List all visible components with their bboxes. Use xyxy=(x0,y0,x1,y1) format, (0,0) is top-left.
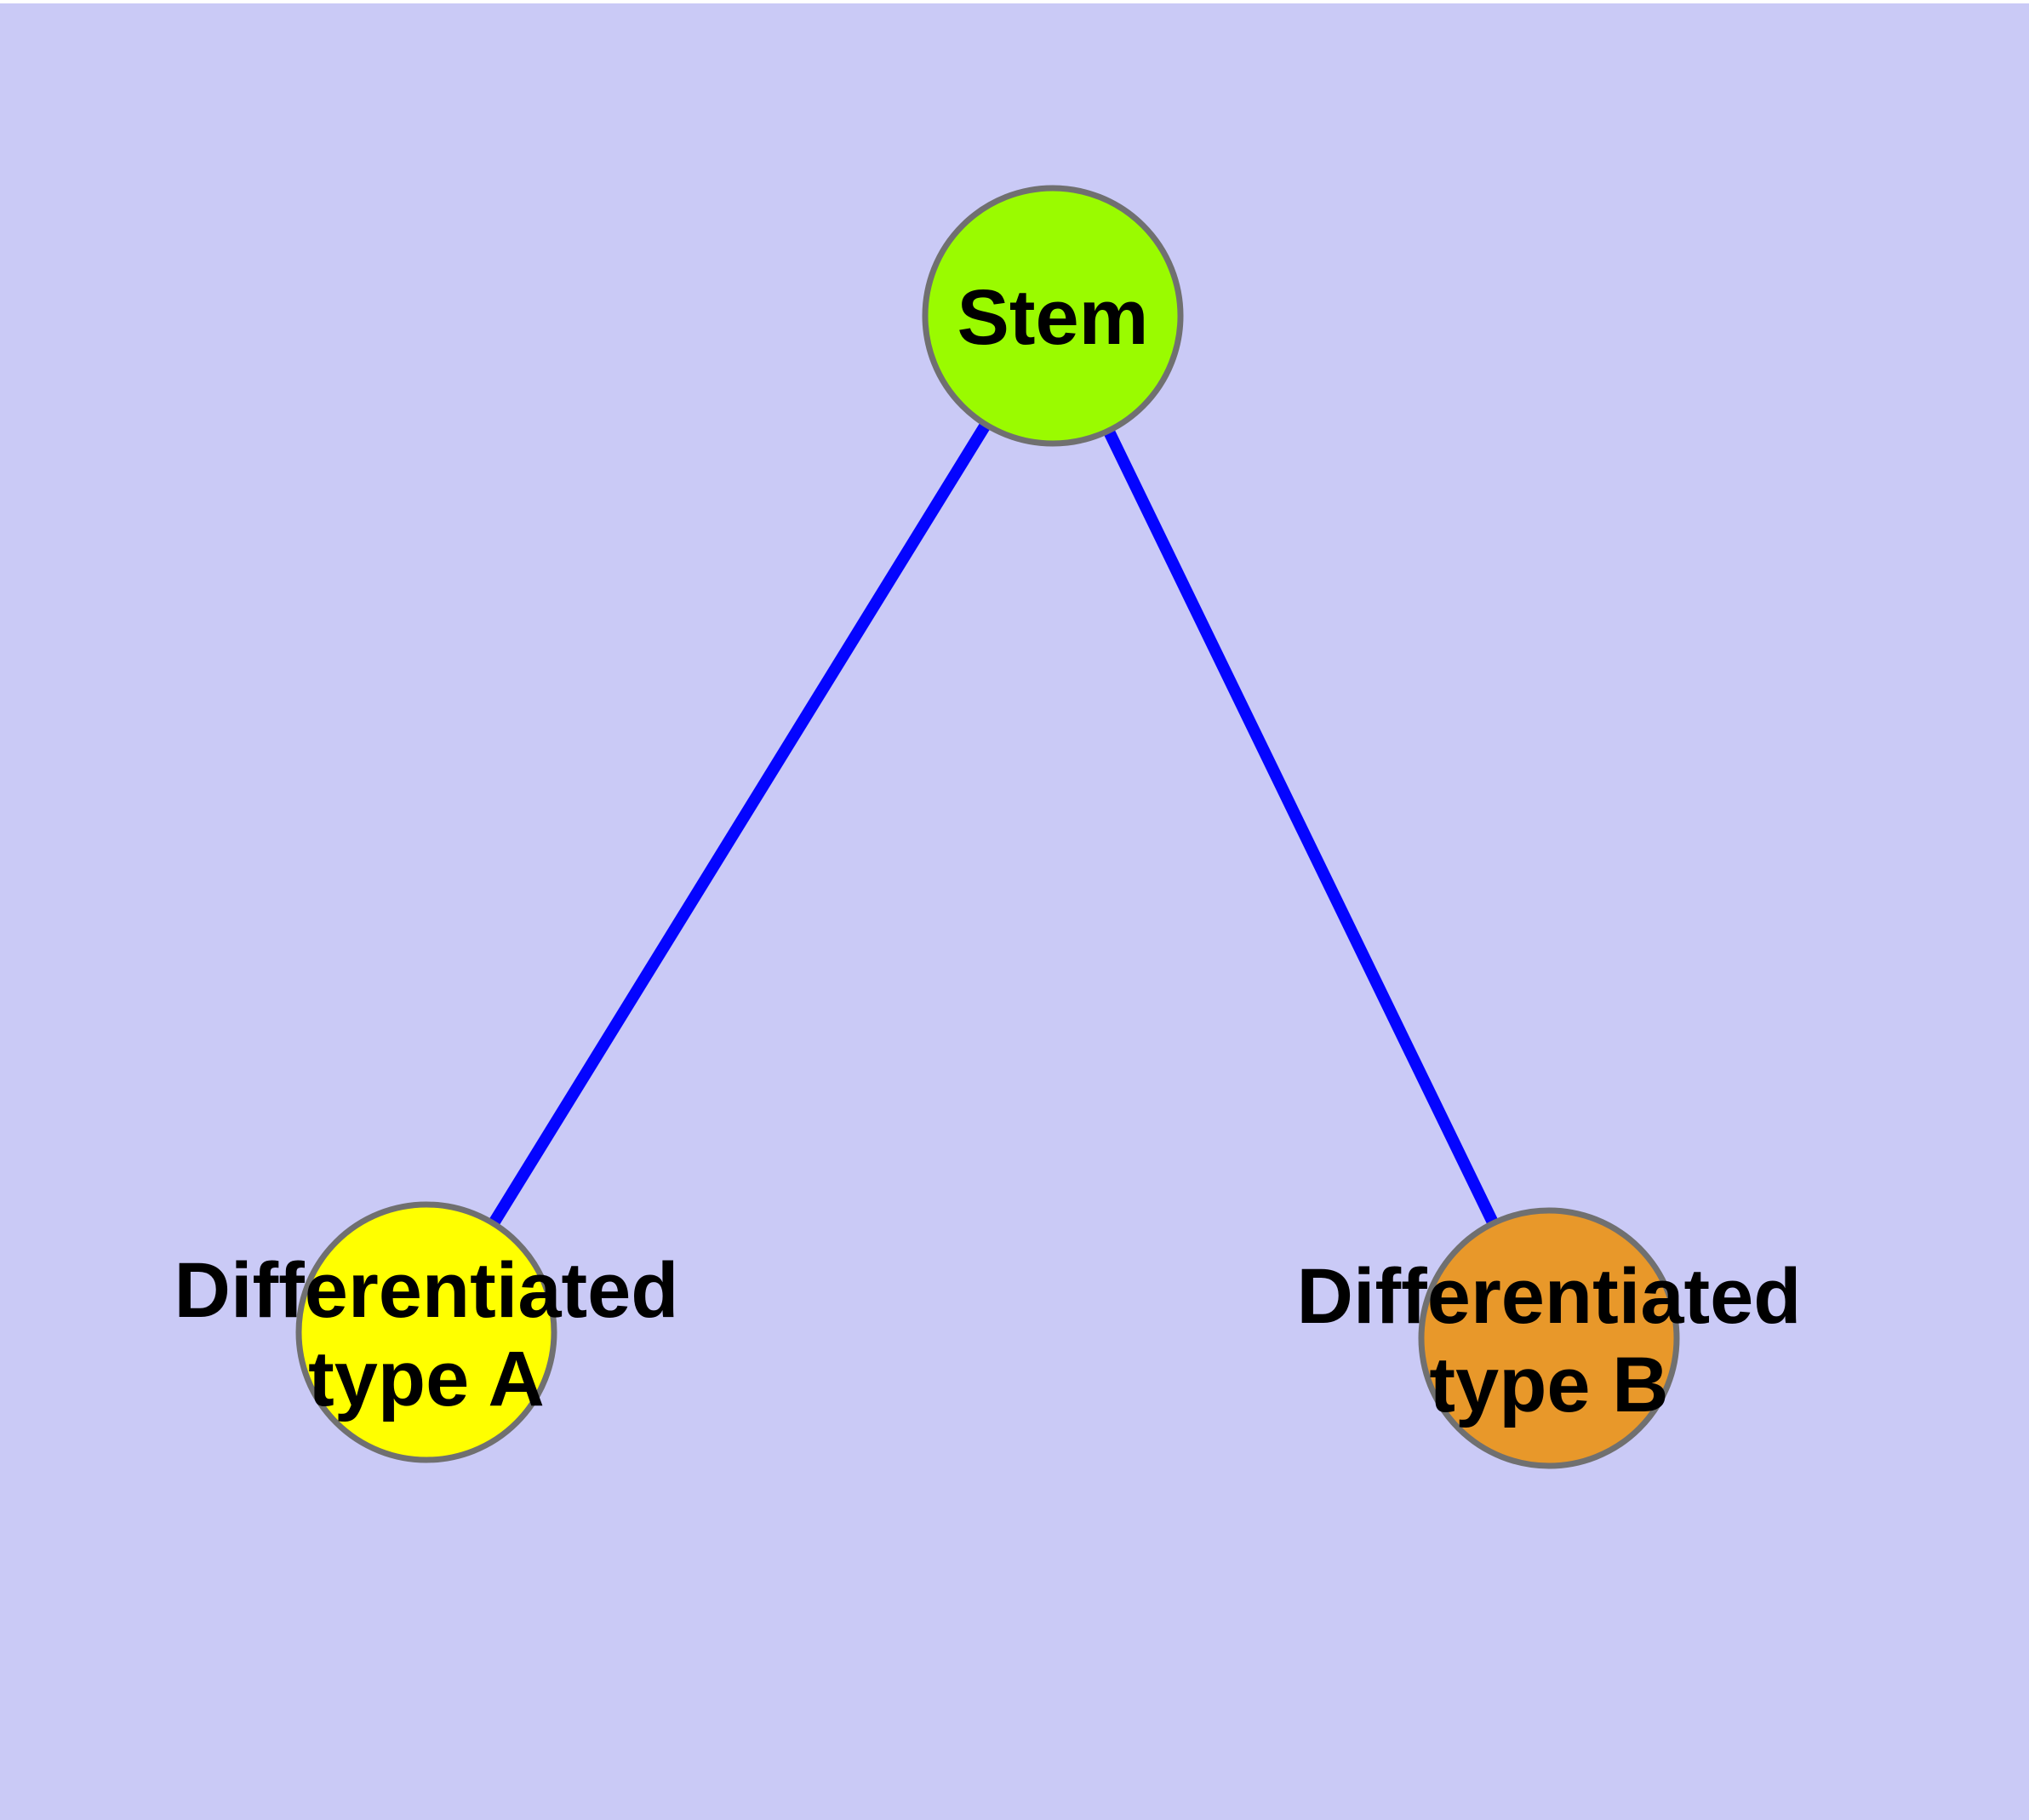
node-differentiated-type-b: Differentiated type B xyxy=(1297,1207,1802,1469)
node-type-a-label-line1: Differentiated xyxy=(174,1247,679,1334)
node-stem-circle xyxy=(922,185,1184,447)
node-type-a-circle xyxy=(295,1201,557,1463)
top-edge-strip xyxy=(0,0,2029,3)
node-differentiated-type-a: Differentiated type A xyxy=(174,1201,679,1463)
edge-stem-to-type-a xyxy=(421,312,1058,1336)
edge-stem-to-type-b xyxy=(1047,312,1555,1342)
node-stem-label: Stem xyxy=(957,274,1149,361)
node-stem: Stem xyxy=(922,185,1184,447)
node-type-b-label-line1: Differentiated xyxy=(1297,1253,1802,1340)
node-type-b-circle xyxy=(1418,1207,1680,1469)
node-type-a-label-line2: type A xyxy=(308,1336,545,1422)
node-type-b-label-line2: type B xyxy=(1429,1342,1668,1428)
